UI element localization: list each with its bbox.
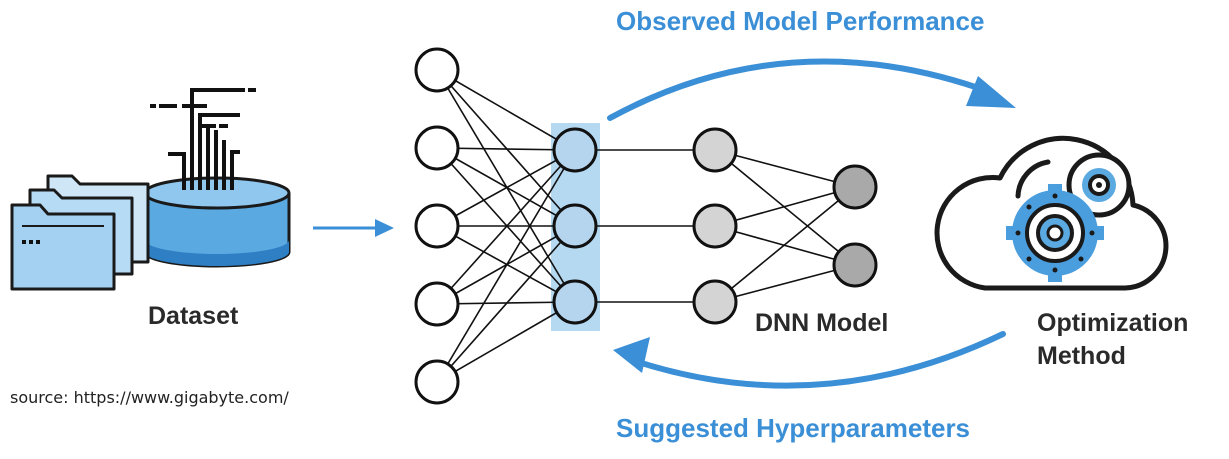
suggested-hyperparameters-label: Suggested Hyperparameters bbox=[616, 413, 971, 443]
hidden-node bbox=[692, 127, 738, 173]
output-node bbox=[832, 242, 878, 288]
connection-line bbox=[436, 149, 576, 383]
network-nodes bbox=[414, 47, 878, 405]
input-arrow bbox=[313, 219, 394, 237]
connection-line bbox=[714, 149, 856, 266]
dnn-model-label: DNN Model bbox=[755, 309, 889, 337]
bottom-feedback-arrow bbox=[613, 331, 1006, 389]
small-gear-icon bbox=[1066, 152, 1132, 218]
hidden-node bbox=[692, 279, 738, 325]
input-node bbox=[414, 281, 460, 327]
connection-line bbox=[714, 264, 856, 303]
hidden-node bbox=[692, 203, 738, 249]
highlighted-node bbox=[552, 279, 598, 325]
data-stream-lines bbox=[150, 88, 256, 178]
connection-line bbox=[436, 147, 576, 227]
optimization-cloud-icon bbox=[934, 135, 1169, 291]
input-node bbox=[414, 203, 460, 249]
connection-line bbox=[436, 225, 576, 303]
input-node bbox=[414, 47, 460, 93]
top-feedback-arrow bbox=[607, 58, 1016, 121]
highlighted-node bbox=[552, 203, 598, 249]
connection-line bbox=[436, 149, 576, 305]
connection-line bbox=[714, 186, 856, 303]
connection-line bbox=[436, 301, 576, 383]
large-gear-icon bbox=[1006, 184, 1104, 282]
optimization-label: Optimization bbox=[1037, 309, 1189, 337]
connection-line bbox=[436, 225, 576, 383]
connection-line bbox=[436, 69, 576, 303]
output-node bbox=[832, 164, 878, 210]
cylinder-top-streams bbox=[182, 176, 234, 190]
connection-line bbox=[714, 149, 856, 188]
connection-line bbox=[436, 69, 576, 227]
connection-line bbox=[436, 147, 576, 303]
folder-dots bbox=[22, 240, 40, 244]
input-node bbox=[414, 125, 460, 171]
connection-line bbox=[436, 147, 576, 151]
database-cylinder bbox=[143, 176, 291, 268]
dataset-icon bbox=[10, 88, 291, 291]
connection-line bbox=[436, 69, 576, 151]
connection-line bbox=[436, 149, 576, 227]
observed-performance-label: Observed Model Performance bbox=[616, 6, 985, 36]
folder-stack bbox=[10, 174, 150, 291]
network-connections bbox=[436, 69, 856, 383]
dataset-label: Dataset bbox=[148, 302, 239, 330]
source-credit: source: https://www.gigabyte.com/ bbox=[10, 388, 289, 407]
connection-line bbox=[714, 186, 856, 227]
method-label: Method bbox=[1037, 342, 1126, 370]
input-node bbox=[414, 359, 460, 405]
highlighted-node bbox=[552, 127, 598, 173]
